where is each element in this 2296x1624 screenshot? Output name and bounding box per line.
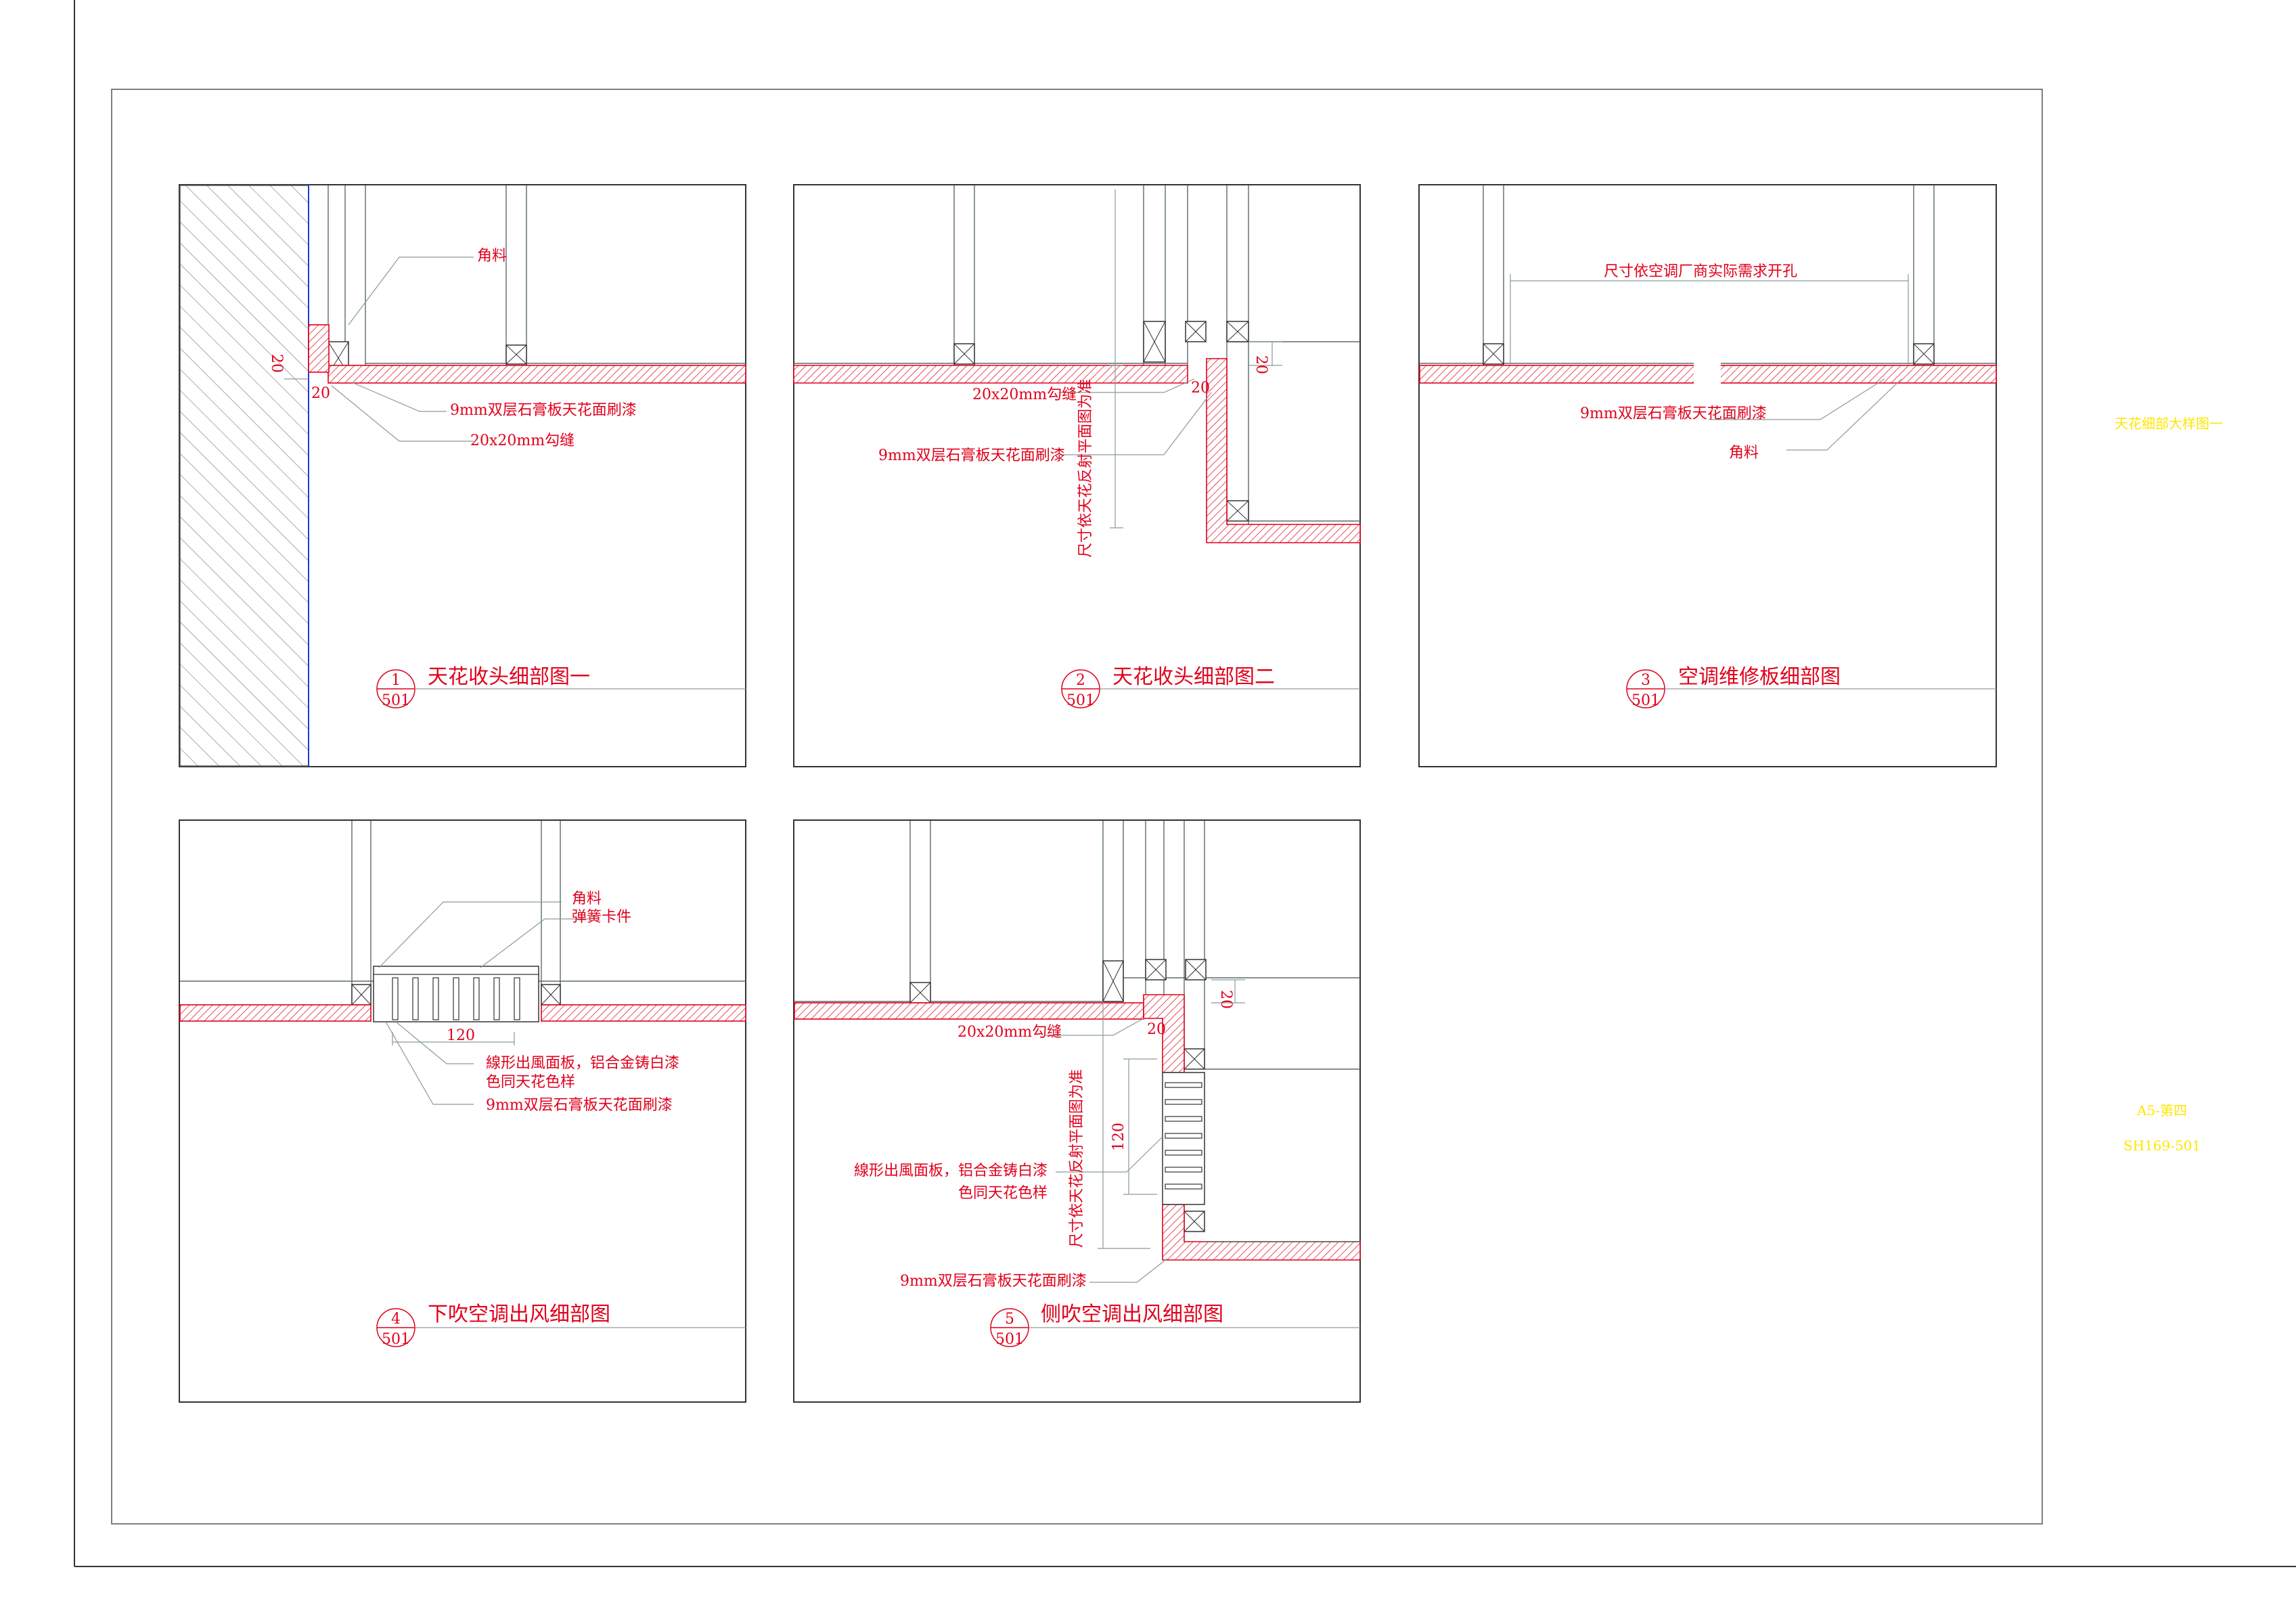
d2-dim-b: 20 [1191,380,1210,397]
d4-corner-label: 角料 [572,890,602,907]
detail-2 [793,184,1361,767]
d2-board-label: 9mm双层石膏板天花面刷漆 [878,447,1065,464]
d5-title-block [990,1308,1360,1347]
d2-title-block [1061,669,1360,708]
d5-dim-c: 120 [1110,1123,1127,1151]
d3-title: 空调维修板细部图 [1678,665,1841,689]
d5-dim-b: 20 [1147,1021,1166,1038]
d5-board-label: 9mm双层石膏板天花面刷漆 [900,1273,1087,1290]
d3-board-label: 9mm双层石膏板天花面刷漆 [1580,405,1767,422]
detail-3 [1418,184,1997,767]
d1-sheet: 501 [382,692,410,709]
d2-number: 2 [1076,672,1085,689]
d4-title: 下吹空调出风细部图 [428,1303,610,1326]
d4-title-block [376,1308,746,1347]
detail-1 [179,184,746,767]
sidebar-drawing-title: 天花细部大样图一 [2115,415,2223,432]
d5-sheet: 501 [995,1331,1024,1348]
d3-corner-label: 角料 [1729,445,1759,461]
d5-vertical-label: 尺寸依天花反射平面图为准 [1068,1069,1085,1248]
inner-frame [111,89,2043,1525]
d5-title: 侧吹空调出风细部图 [1041,1303,1223,1326]
d4-sheet: 501 [382,1331,410,1348]
d2-title: 天花收头细部图二 [1112,665,1275,689]
d3-opening-label: 尺寸依空调厂商实际需求开孔 [1604,263,1797,280]
d1-corner-label: 角料 [477,248,507,265]
d2-vertical-label: 尺寸依天花反射平面图为准 [1077,379,1094,558]
d4-number: 4 [391,1311,401,1328]
d5-dim-a: 20 [1217,990,1234,1009]
sidebar-drawing-no: SH169-501 [2123,1137,2201,1154]
d1-title-block [376,669,746,708]
d3-title-block [1626,669,1996,708]
d1-dim-a: 20 [268,354,285,373]
detail-5 [793,819,1361,1403]
d2-gap-label: 20x20mm勾缝 [972,386,1077,403]
d5-gap-label: 20x20mm勾缝 [958,1024,1062,1041]
d4-clip-label: 弹簧卡件 [572,909,631,926]
d4-grille-label: 線形出風面板，铝合金铸白漆 [486,1055,679,1072]
d1-board-label: 9mm双层石膏板天花面刷漆 [450,402,637,419]
sidebar-unit: A5-第四 [2136,1102,2187,1119]
d4-grille-label-2: 色同天花色样 [486,1074,575,1091]
d1-number: 1 [391,672,401,689]
d5-number: 5 [1005,1311,1014,1328]
d4-board-label: 9mm双层石膏板天花面刷漆 [486,1097,673,1114]
d1-title: 天花收头细部图一 [428,665,590,689]
d5-grille-label-2: 色同天花色样 [958,1185,1048,1202]
d2-sheet: 501 [1066,692,1095,709]
d1-gap-label: 20x20mm勾缝 [470,432,575,449]
d2-dim-a: 20 [1253,355,1269,374]
d1-dim-b: 20 [311,385,330,402]
d3-sheet: 501 [1631,692,1660,709]
d4-dim: 120 [447,1027,475,1044]
d3-number: 3 [1641,672,1650,689]
concrete-wall [179,185,309,767]
detail-4 [179,819,746,1403]
d5-grille-label: 線形出風面板，铝合金铸白漆 [854,1163,1048,1179]
